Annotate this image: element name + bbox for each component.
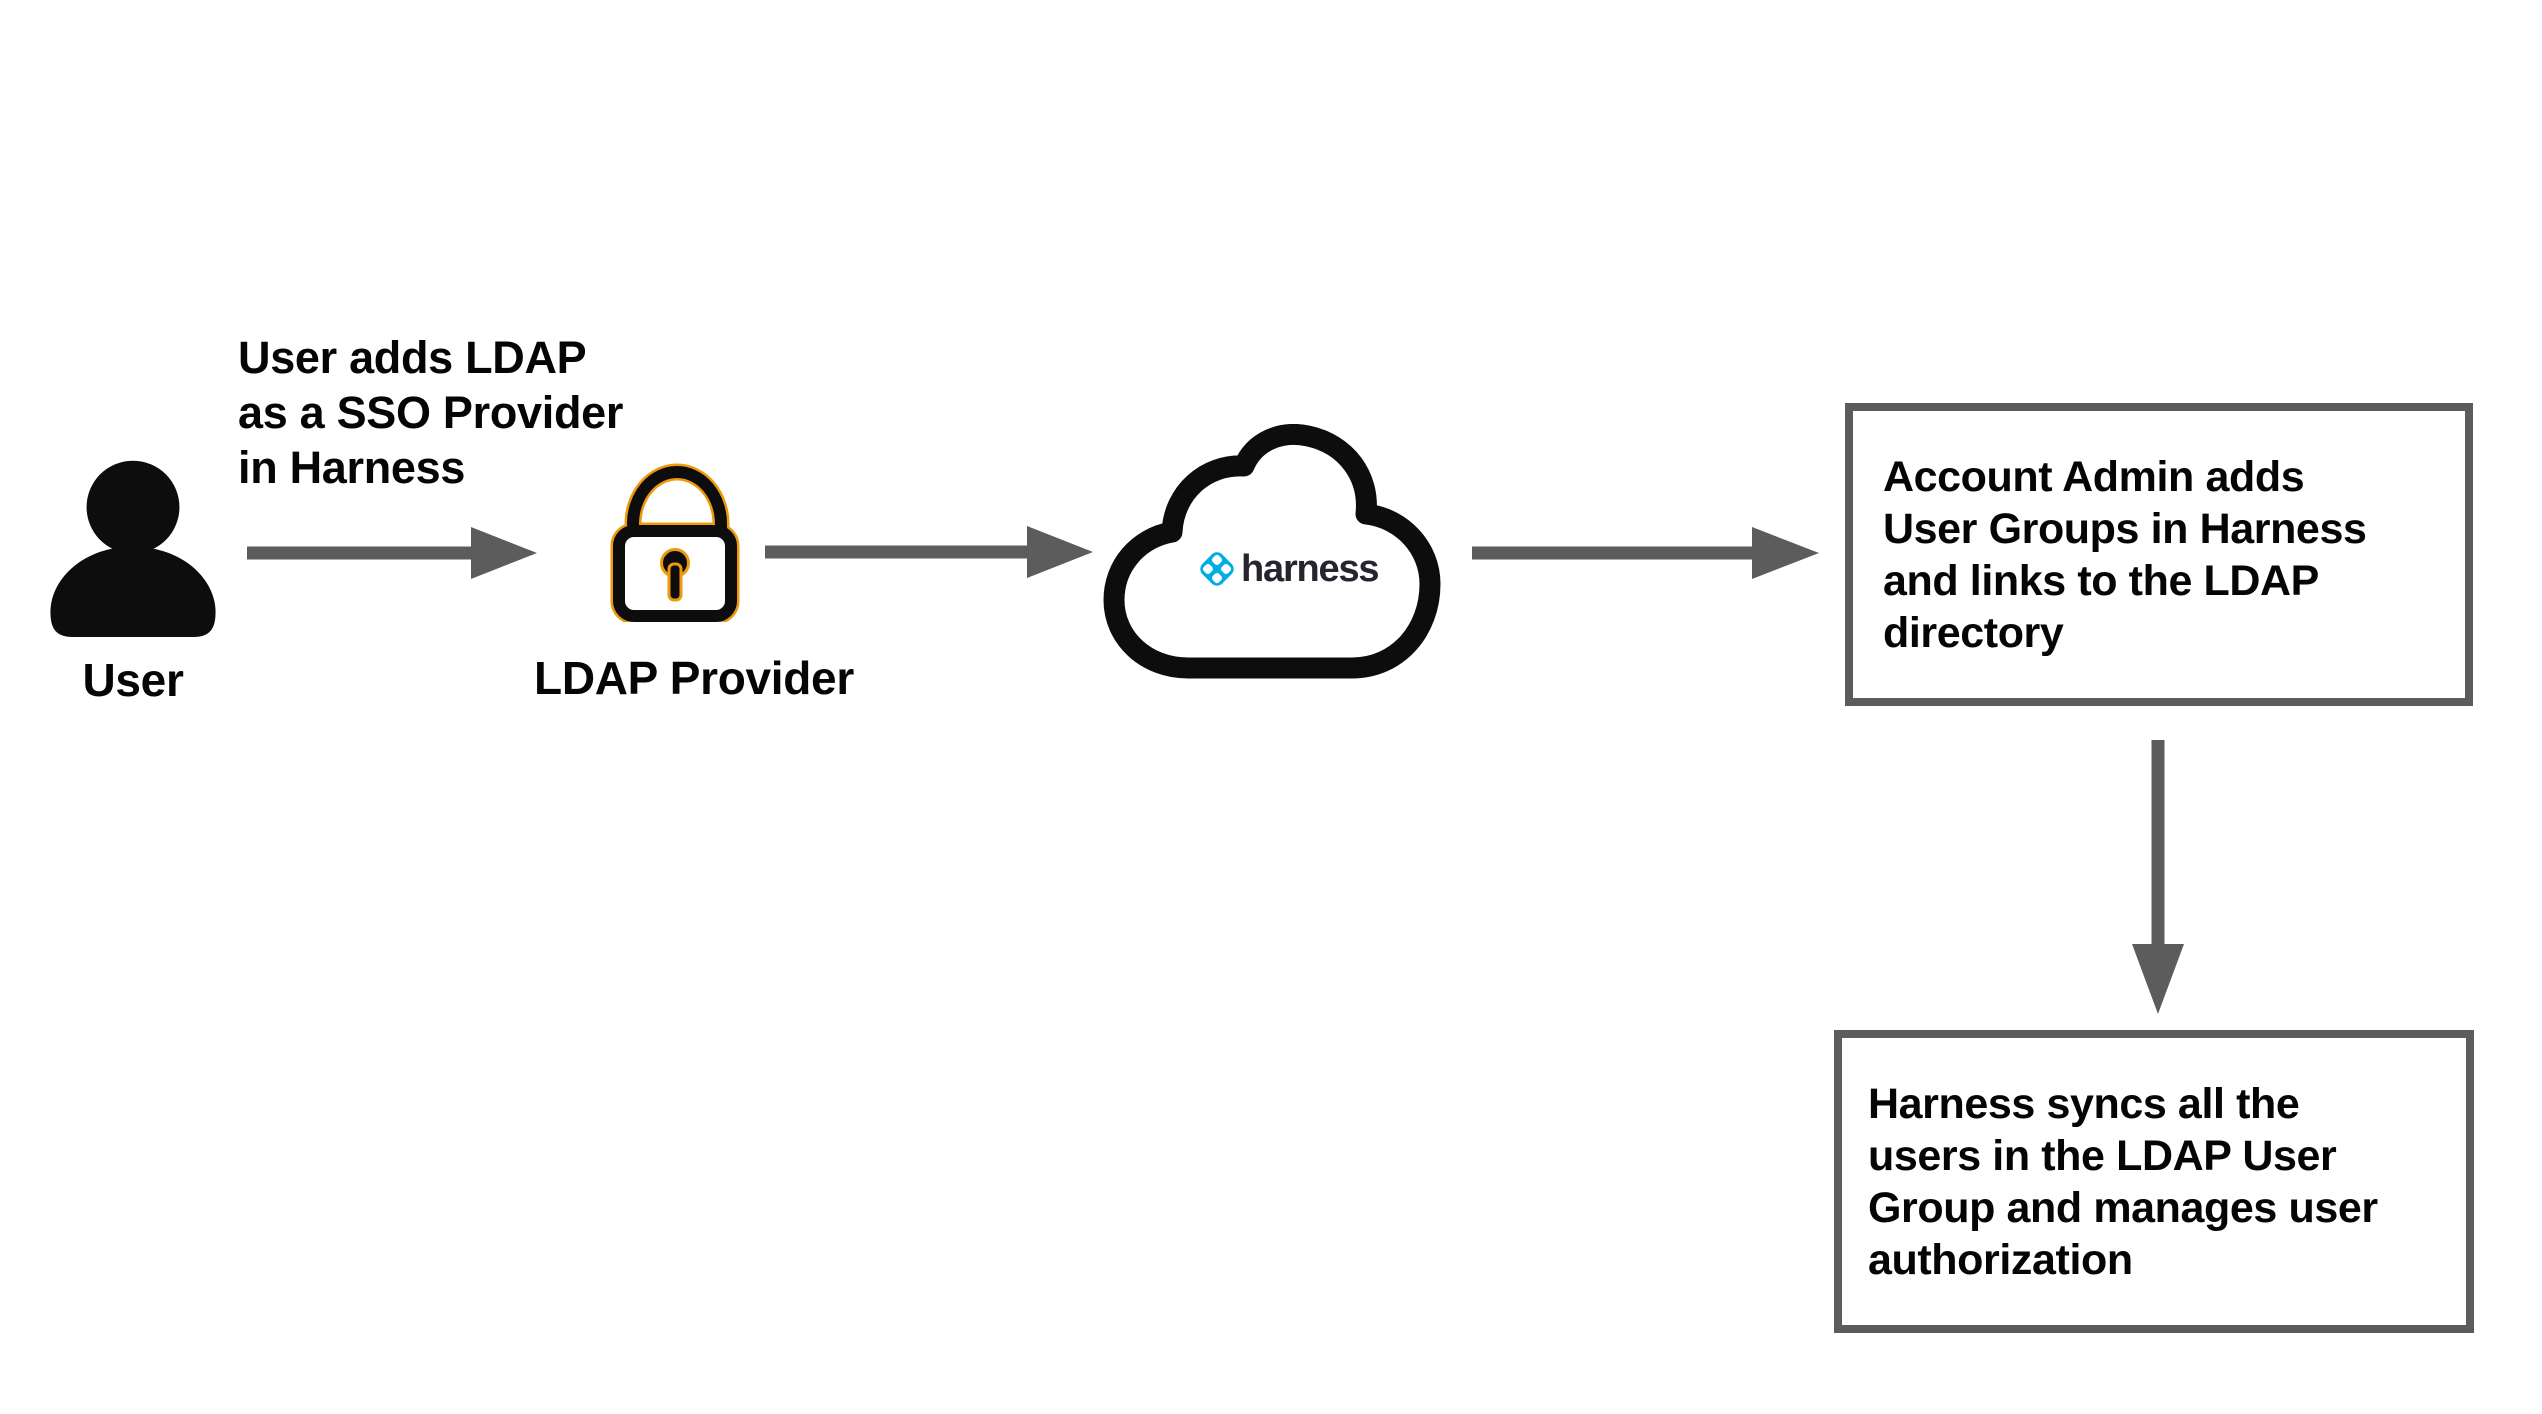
harness-logo-text: harness [1241,547,1380,590]
harness-sync-box: Harness syncs all the users in the LDAP … [1834,1030,2474,1333]
user-icon [50,460,216,637]
caption-user-adds-ldap: User adds LDAP as a SSO Provider in Harn… [238,332,624,493]
harness-cloud-icon [1103,424,1441,679]
account-admin-box: Account Admin adds User Groups in Harnes… [1845,403,2473,706]
user-label: User [82,654,184,706]
arrow-user-to-ldap-provider [247,527,537,579]
arrow-ldap-to-harness-cloud [765,526,1093,578]
harness-sync-box-text: Harness syncs all the users in the LDAP … [1868,1079,2378,1284]
arrow-account-admin-to-sync-box [2132,740,2184,1014]
harness-logo: harness [1196,546,1380,592]
ldap-provider-label: LDAP Provider [534,652,854,704]
arrow-cloud-to-account-admin-box [1472,527,1819,579]
ldap-open-lock-icon [610,463,740,622]
account-admin-box-text: Account Admin adds User Groups in Harnes… [1883,452,2367,657]
harness-logo-icon [1200,552,1234,586]
